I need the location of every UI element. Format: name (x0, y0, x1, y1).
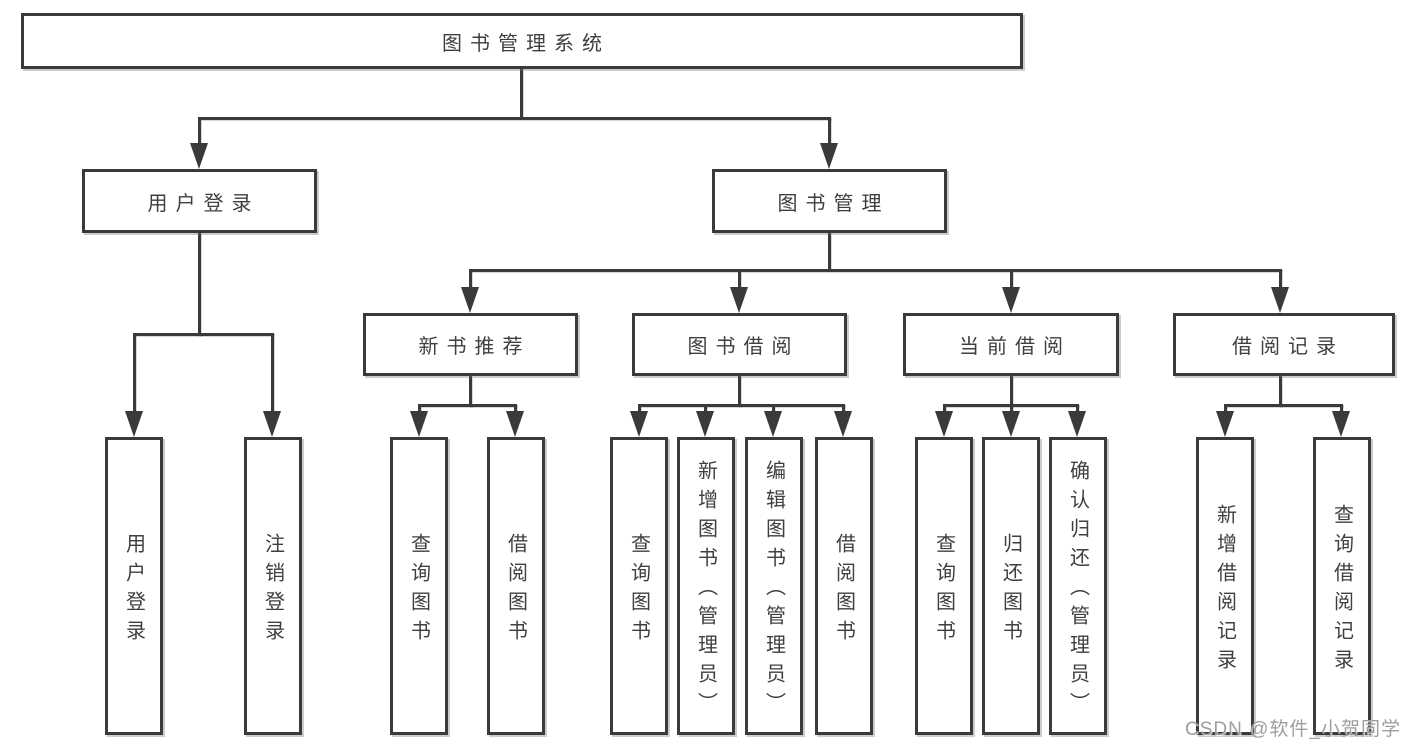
arrowhead-icon (1002, 411, 1020, 437)
watermark: CSDN @软件_小贺同学 (1185, 719, 1401, 740)
node-user-login: 用户登录 (82, 169, 317, 233)
node-borrow-records-label: 借阅记录 (1232, 336, 1344, 358)
connector (514, 404, 517, 414)
arrowhead-icon (125, 411, 143, 437)
connector (738, 269, 741, 290)
leaf-user-login-label: 用户登录 (122, 532, 145, 649)
leaf-bb-borrow-books-label: 借阅图书 (832, 532, 855, 649)
connector (1010, 404, 1013, 414)
arrowhead-icon (630, 411, 648, 437)
leaf-logout: 注销登录 (244, 437, 302, 735)
leaf-nb-borrow-books-label: 借阅图书 (504, 532, 527, 649)
leaf-nb-borrow-books: 借阅图书 (487, 437, 545, 735)
node-root-label: 图书管理系统 (442, 32, 610, 55)
leaf-bb-borrow-books: 借阅图书 (815, 437, 873, 735)
leaf-cb-return-books: 归还图书 (982, 437, 1040, 735)
arrowhead-icon (834, 411, 852, 437)
connector (638, 404, 641, 414)
leaf-br-add-record-label: 新增借阅记录 (1213, 503, 1236, 678)
node-book-borrow: 图书借阅 (632, 313, 847, 376)
node-new-book-recommend-label: 新书推荐 (418, 336, 531, 358)
connector (738, 376, 741, 407)
connector (198, 233, 201, 336)
leaf-cb-query-books-label: 查询图书 (932, 532, 955, 649)
leaf-bb-add-books-admin-label: 新增图书（管理员） (694, 460, 717, 721)
node-book-management-label: 图书管理 (777, 192, 890, 215)
connector (828, 117, 831, 146)
leaf-cb-return-books-label: 归还图书 (999, 532, 1022, 649)
connector (198, 117, 831, 120)
arrowhead-icon (935, 411, 953, 437)
arrowhead-icon (764, 411, 782, 437)
connector (772, 404, 775, 414)
node-book-management: 图书管理 (712, 169, 947, 233)
connector (943, 404, 946, 414)
connector (1076, 404, 1079, 414)
arrowhead-icon (190, 143, 208, 169)
leaf-br-query-record-label: 查询借阅记录 (1330, 503, 1353, 678)
connector (1224, 404, 1227, 414)
connector (418, 404, 421, 414)
connector (1340, 404, 1343, 414)
arrowhead-icon (1068, 411, 1086, 437)
node-new-book-recommend: 新书推荐 (363, 313, 578, 376)
leaf-bb-add-books-admin: 新增图书（管理员） (677, 437, 735, 735)
connector (133, 333, 136, 413)
connector (1279, 269, 1282, 290)
arrowhead-icon (696, 411, 714, 437)
leaf-bb-query-books: 查询图书 (610, 437, 668, 735)
arrowhead-icon (1271, 287, 1289, 313)
arrowhead-icon (263, 411, 281, 437)
leaf-br-add-record: 新增借阅记录 (1196, 437, 1254, 735)
node-current-borrow: 当前借阅 (903, 313, 1119, 376)
arrowhead-icon (820, 143, 838, 169)
connector (469, 376, 472, 407)
arrowhead-icon (410, 411, 428, 437)
node-book-borrow-label: 图书借阅 (687, 336, 800, 358)
arrowhead-icon (461, 287, 479, 313)
leaf-nb-query-books: 查询图书 (390, 437, 448, 735)
connector (133, 333, 274, 336)
leaf-br-query-record: 查询借阅记录 (1313, 437, 1371, 735)
arrowhead-icon (1002, 287, 1020, 313)
connector (842, 404, 845, 414)
connector (469, 269, 472, 290)
connector (1010, 376, 1013, 407)
node-borrow-records: 借阅记录 (1173, 313, 1395, 376)
connector (198, 117, 201, 146)
connector (638, 404, 845, 407)
leaf-logout-label: 注销登录 (261, 532, 284, 649)
leaf-bb-query-books-label: 查询图书 (627, 532, 650, 649)
leaf-bb-edit-books-admin-label: 编辑图书（管理员） (762, 460, 785, 721)
node-current-borrow-label: 当前借阅 (959, 336, 1071, 358)
leaf-bb-edit-books-admin: 编辑图书（管理员） (745, 437, 803, 735)
leaf-user-login: 用户登录 (105, 437, 163, 735)
node-root: 图书管理系统 (21, 13, 1023, 69)
leaf-cb-confirm-return-admin: 确认归还（管理员） (1049, 437, 1107, 735)
leaf-nb-query-books-label: 查询图书 (407, 532, 430, 649)
connector (1279, 376, 1282, 407)
arrowhead-icon (506, 411, 524, 437)
node-user-login-label: 用户登录 (147, 192, 260, 215)
leaf-cb-confirm-return-admin-label: 确认归还（管理员） (1066, 460, 1089, 721)
connector (828, 233, 831, 271)
connector (704, 404, 707, 414)
arrowhead-icon (1332, 411, 1350, 437)
arrowhead-icon (1216, 411, 1234, 437)
connector (520, 69, 523, 118)
arrowhead-icon (730, 287, 748, 313)
connector (469, 269, 1282, 272)
leaf-cb-query-books: 查询图书 (915, 437, 973, 735)
connector (271, 333, 274, 413)
connector (418, 404, 517, 407)
connector (1010, 269, 1013, 290)
connector (1224, 404, 1343, 407)
